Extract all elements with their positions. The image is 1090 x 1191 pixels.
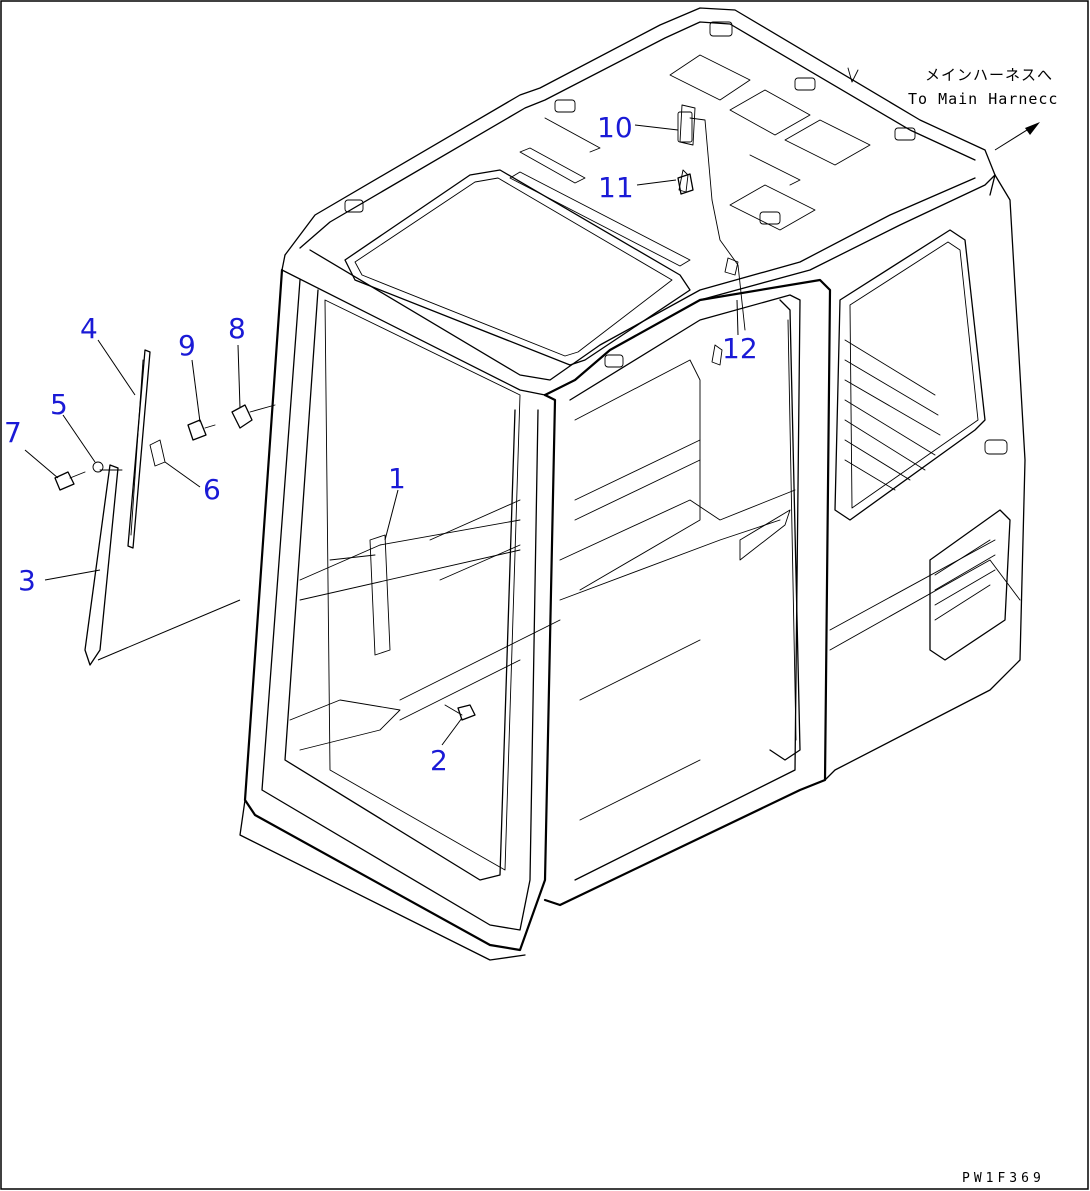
callout-6: 6 [203, 473, 221, 506]
callout-11: 11 [598, 171, 634, 204]
washer [149, 439, 166, 467]
callout-8: 8 [228, 312, 246, 345]
callout-7: 7 [4, 416, 22, 449]
cab-frame [239, 7, 1040, 961]
callout-5: 5 [50, 388, 68, 421]
drawing-number: PW1F369 [962, 1171, 1045, 1186]
leader-lines [24, 124, 739, 746]
harness-note-english: To Main Harnecc [908, 90, 1058, 108]
cap [54, 471, 75, 491]
callout-3: 3 [18, 564, 36, 597]
callout-1: 1 [388, 462, 406, 495]
motor-nut [187, 419, 207, 441]
nut [92, 461, 104, 473]
wiper-assembly [54, 173, 694, 721]
callout-4: 4 [80, 312, 98, 345]
bolt [457, 704, 476, 721]
wiper-arm [84, 464, 119, 666]
harness-note-japanese: メインハーネスへ [925, 66, 1053, 84]
callout-10: 10 [597, 111, 633, 144]
roof-bolt [677, 173, 694, 195]
motor-cap [231, 404, 253, 429]
callout-9: 9 [178, 329, 196, 362]
callout-12: 12 [722, 332, 758, 365]
callout-labels: 1 2 3 4 5 6 7 8 9 10 11 12 [4, 111, 758, 777]
callout-2: 2 [430, 744, 448, 777]
wiper-blade [127, 349, 151, 549]
